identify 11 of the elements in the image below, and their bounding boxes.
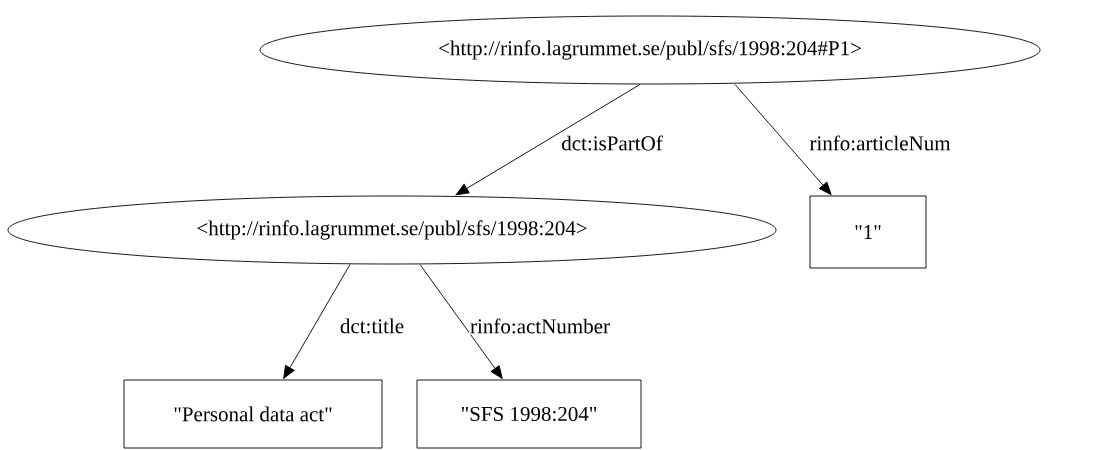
edge-label: dct:isPartOf [560, 134, 664, 152]
edge-label: rinfo:actNumber [469, 317, 611, 335]
arrow [455, 84, 641, 196]
literal-box: "1" [809, 195, 927, 269]
arrow [419, 264, 503, 379]
arrow [283, 264, 351, 379]
literal-box: "SFS 1998:204" [416, 379, 642, 449]
edge-label: dct:title [338, 317, 406, 335]
edge-label: rinfo:articleNum [808, 134, 952, 152]
arrow [734, 84, 832, 196]
literal-box: "Personal data act" [123, 379, 383, 449]
